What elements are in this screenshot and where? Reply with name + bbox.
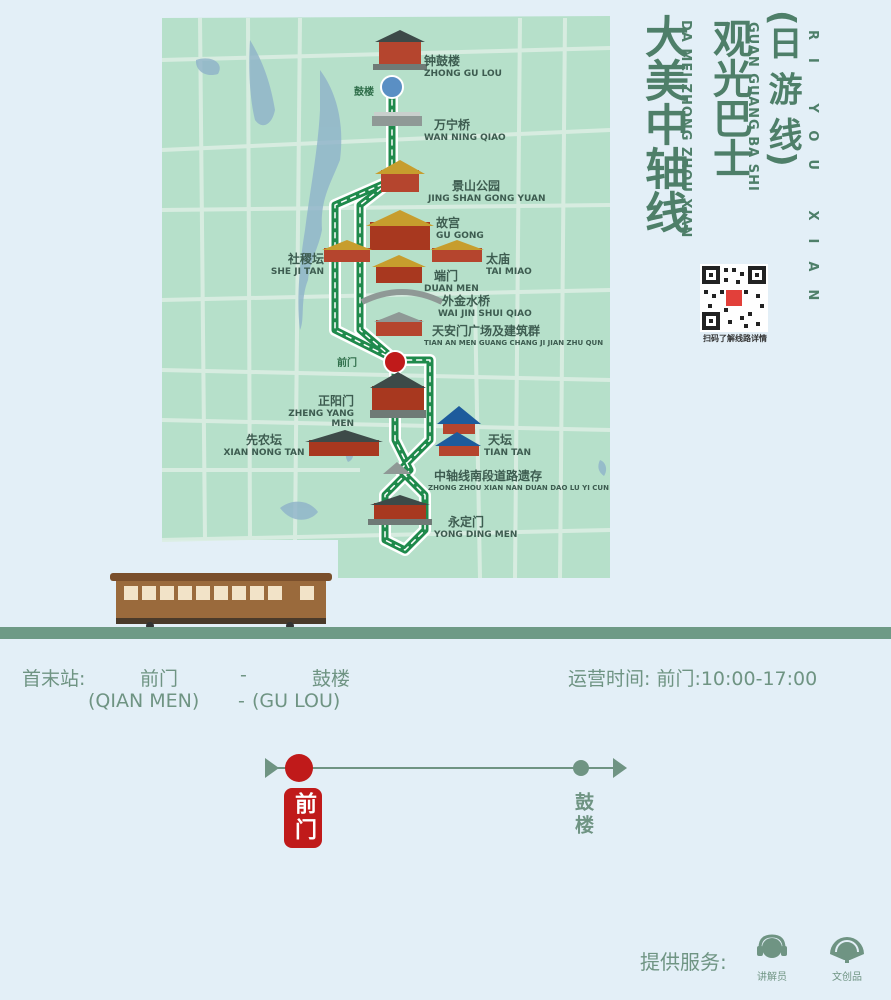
landmark-zh: 正阳门 <box>317 394 354 408</box>
landmark-en: TIAN AN MEN GUANG CHANG JI JIAN ZHU QUN <box>424 339 604 347</box>
landmark-label: 端门 DUAN MEN <box>424 267 479 294</box>
landmark-en: GU GONG <box>436 231 484 241</box>
landmark-label: 天安门广场及建筑群 TIAN AN MEN GUANG CHANG JI JIA… <box>424 322 603 347</box>
landmark-en: YONG DING MEN <box>434 530 518 540</box>
landmark-en: ZHONG GU LOU <box>424 69 502 79</box>
terminal-dash: - <box>240 664 247 686</box>
station-label-gulou: 鼓楼 <box>354 87 374 98</box>
landmark-zh: 太庙 <box>486 252 511 266</box>
terminal-en-dash: - <box>238 690 245 712</box>
tram-illustration <box>110 573 332 630</box>
landmark-zh: 天安门广场及建筑群 <box>432 324 541 338</box>
route-stop-end: 鼓楼 <box>572 792 594 838</box>
route-map <box>0 16 891 639</box>
route-end-arrow <box>613 758 627 778</box>
terminal-end: 鼓楼 <box>312 668 351 690</box>
landmark-label: 故宫 GU GONG <box>436 214 484 241</box>
terminal-start: 前门 <box>140 668 179 690</box>
terminal-start-en: (QIAN MEN) <box>88 690 200 712</box>
landmark-zh: 天坛 <box>488 433 513 447</box>
route-progress <box>265 754 627 782</box>
landmark-zh: 景山公园 <box>452 179 501 193</box>
landmark-en: WAI JIN SHUI QIAO <box>438 309 532 319</box>
title-day: (日 游 线) <box>762 10 802 167</box>
service-merch-label: 文创品 <box>832 972 862 983</box>
gulou-stop-marker <box>380 75 404 99</box>
landmark-zh: 社稷坛 <box>287 252 324 266</box>
qr-code[interactable] <box>700 264 768 332</box>
terminal-end-en: (GU LOU) <box>252 690 341 712</box>
title-day-pinyin: RI YOU XIAN <box>805 30 820 319</box>
landmark-zh: 钟鼓楼 <box>424 54 461 68</box>
landmark-zh: 先农坛 <box>245 433 282 447</box>
water <box>195 40 607 520</box>
title-main-pinyin: DA MEI ZHONG ZHOU XIAN <box>678 20 693 239</box>
landmark-en: WAN NING QIAO <box>424 133 506 143</box>
landmark-label: 万宁桥 WAN NING QIAO <box>424 116 506 143</box>
station-label-qianmen: 前门 <box>337 358 357 369</box>
headset-icon <box>757 934 787 958</box>
qianmen-stop-marker <box>383 350 407 374</box>
qr-caption: 扫码了解线路详情 <box>703 334 767 343</box>
landmark-label: 社稷坛 SHE JI TAN <box>266 250 324 277</box>
landmark-en: ZHONG ZHOU XIAN NAN DUAN DAO LU YI CUN <box>428 484 609 492</box>
route-start-arrow <box>265 758 279 778</box>
current-stop-dot <box>285 754 313 782</box>
landmark-label: 钟鼓楼 ZHONG GU LOU <box>424 52 502 79</box>
landmark-en: XIAN NONG TAN <box>223 448 305 458</box>
landmark-label: 外金水桥 WAI JIN SHUI QIAO <box>438 292 532 319</box>
title-sub: 观光巴士 <box>706 18 752 178</box>
landmark-en: DUAN MEN <box>424 284 479 294</box>
landmark-label: 永定门 YONG DING MEN <box>434 513 517 540</box>
landmark-zh: 永定门 <box>448 515 485 529</box>
operating-hours: 运营时间: 前门:10:00-17:00 <box>568 668 818 690</box>
landmark-label: 正阳门 ZHENG YANG MEN <box>264 392 354 429</box>
end-stop-dot <box>573 760 589 776</box>
title-sub-pinyin: GUAN GUANG BA SHI <box>745 22 760 192</box>
landmark-label: 天坛 TIAN TAN <box>484 431 531 458</box>
landmark-zh: 外金水桥 <box>442 294 491 308</box>
landmark-label: 太庙 TAI MIAO <box>486 250 532 277</box>
landmark-en: ZHENG YANG MEN <box>288 409 354 429</box>
landmark-label: 景山公园 JING SHAN GONG YUAN <box>428 177 546 204</box>
landmark-en: TIAN TAN <box>484 448 532 458</box>
landmark-label: 中轴线南段道路遗存 ZHONG ZHOU XIAN NAN DUAN DAO L… <box>428 467 609 492</box>
landmark-label: 先农坛 XIAN NONG TAN <box>222 431 306 458</box>
building-icons <box>305 30 484 525</box>
landmark-en: SHE JI TAN <box>270 267 324 277</box>
service-guide[interactable]: 讲解员 <box>752 934 792 983</box>
service-merch[interactable]: 文创品 <box>826 936 868 983</box>
landmark-zh: 故宫 <box>436 216 461 230</box>
landmark-zh: 万宁桥 <box>434 118 471 132</box>
landmark-en: JING SHAN GONG YUAN <box>428 194 546 204</box>
fan-icon <box>830 937 864 963</box>
services-label: 提供服务: <box>640 950 727 974</box>
service-guide-label: 讲解员 <box>757 972 787 983</box>
route-stop-current: 前门 <box>284 788 322 848</box>
terminals-label: 首末站: <box>22 668 86 690</box>
qr-code-pattern <box>702 266 766 330</box>
title-main: 大美中轴线 <box>637 14 688 234</box>
landmark-zh: 中轴线南段道路遗存 <box>434 469 543 483</box>
ground-line <box>0 627 891 639</box>
landmark-zh: 端门 <box>434 269 459 283</box>
landmark-en: TAI MIAO <box>486 267 532 277</box>
